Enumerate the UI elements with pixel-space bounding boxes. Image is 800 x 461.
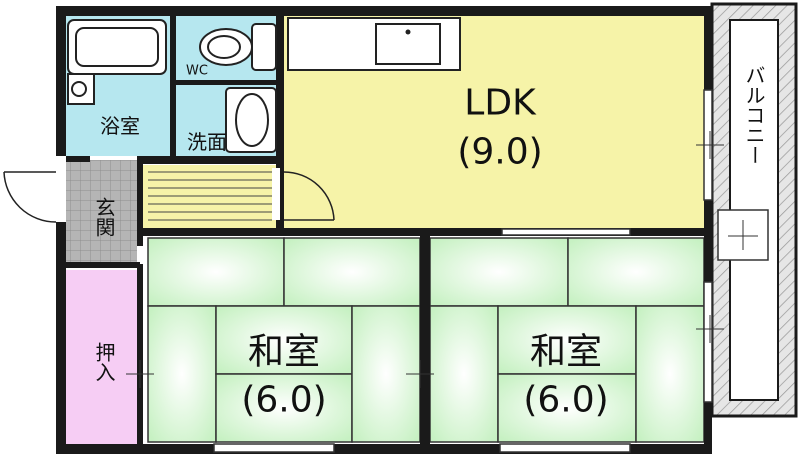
balcony-label: バルコニー (742, 65, 766, 165)
tatami-right (429, 237, 705, 443)
tatami-left (147, 237, 421, 443)
washitsu-right-name: 和室 (530, 332, 602, 373)
hall-stairs (148, 171, 272, 221)
bathtub-icon (67, 19, 167, 105)
entrance-label: 玄関 (92, 197, 116, 237)
outlet-markers (126, 131, 724, 388)
closet-floor (65, 270, 137, 444)
ldk-size: (9.0) (457, 132, 542, 173)
washitsu-left-name: 和室 (248, 332, 320, 373)
sink-counter-icon (287, 17, 461, 71)
balcony (710, 2, 798, 418)
balcony-drain-icon (717, 209, 769, 261)
washitsu-left-size: (6.0) (241, 380, 326, 421)
toilet-icon (199, 23, 277, 71)
ldk-door (272, 168, 335, 221)
washroom-label: 洗面 (187, 130, 227, 154)
bath-label: 浴室 (100, 114, 140, 138)
entrance-floor (65, 160, 137, 265)
wc-label: WC (186, 64, 208, 79)
walls (56, 6, 712, 454)
entrance-door (3, 156, 66, 223)
washbasin-icon (225, 87, 277, 153)
ldk-name: LDK (464, 83, 537, 124)
washitsu-right-size: (6.0) (523, 380, 608, 421)
closet-label: 押入 (92, 342, 116, 382)
hall-floor (140, 165, 283, 231)
